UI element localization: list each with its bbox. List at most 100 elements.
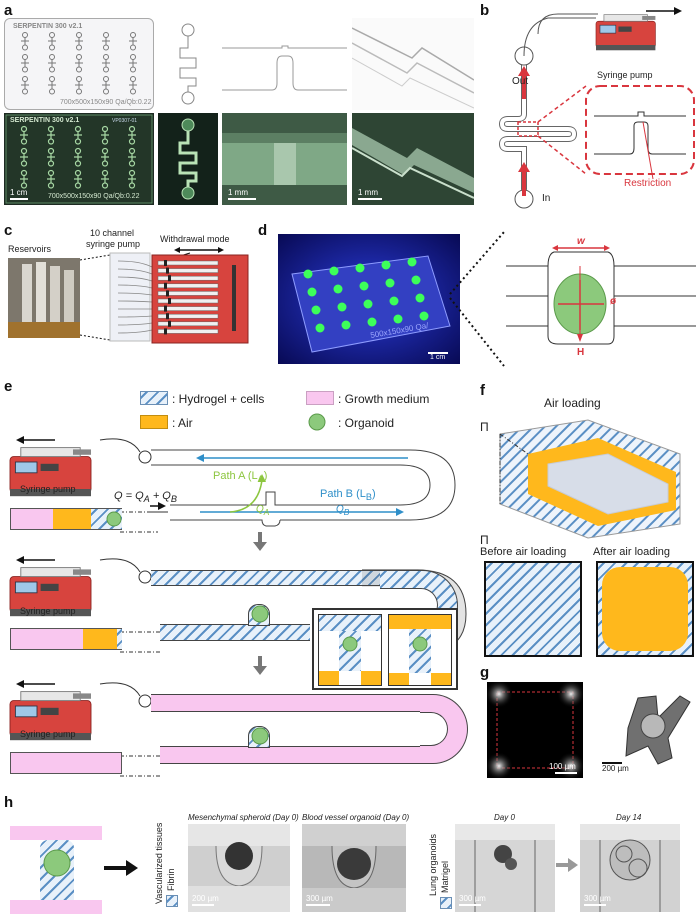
fluorescent-chip-photo: 500x150x90 Qa/ 1 cm bbox=[278, 234, 460, 364]
inset-before bbox=[318, 614, 382, 686]
blood-vessel-photo: 300 µm bbox=[302, 824, 406, 912]
step-2-organoid bbox=[251, 605, 269, 623]
after-label: After air loading bbox=[593, 546, 671, 558]
step-3-medium-return bbox=[160, 746, 431, 764]
chip-photo-dims: 700x500x150x90 Qa/Qb:0.22 bbox=[48, 193, 140, 200]
before-label: Before air loading bbox=[480, 546, 567, 558]
lung-day-0-photo: 300 µm bbox=[455, 824, 555, 912]
step-arrow-1 bbox=[253, 532, 267, 551]
syringe-pump-icon bbox=[9, 691, 92, 741]
unit-drawing bbox=[158, 18, 218, 110]
pump-label-line-1: 10 channel bbox=[90, 228, 135, 238]
scale-label: 1 mm bbox=[228, 188, 248, 197]
withdrawal-mode-label: Withdrawal mode bbox=[160, 234, 230, 244]
day-14-title: Day 14 bbox=[616, 813, 642, 822]
reservoirs-label: Reservoirs bbox=[8, 244, 52, 254]
restriction-label: Restriction bbox=[624, 178, 672, 189]
step-3-u-bend-inner bbox=[420, 712, 448, 746]
step-3-organoid bbox=[251, 727, 269, 745]
arrow-right-icon bbox=[104, 860, 138, 876]
matrigel-label: Matrigel bbox=[440, 860, 450, 893]
day-0-title: Day 0 bbox=[494, 813, 515, 822]
qb-label: QB bbox=[336, 504, 350, 517]
fibrin-swatch bbox=[166, 895, 178, 907]
tube-air bbox=[83, 629, 117, 649]
chip-photo-title: SERPENTIN 300 v2.1 bbox=[10, 117, 80, 124]
inset-after bbox=[388, 614, 452, 686]
pump-label-line-2: syringe pump bbox=[86, 239, 141, 249]
syringe-pump-label: Syringe pump bbox=[597, 70, 653, 80]
step-2-hydrogel-return bbox=[160, 624, 310, 641]
restriction-3d-drawing bbox=[351, 18, 475, 110]
legend-medium-label: : Growth medium bbox=[338, 392, 430, 406]
legend-air-swatch bbox=[140, 415, 168, 429]
tube-air bbox=[53, 509, 91, 529]
qa-label: QA bbox=[256, 504, 270, 517]
unit-photo bbox=[158, 113, 218, 205]
mesenchymal-photo: 200 µm bbox=[188, 824, 290, 912]
legend-air-label: : Air bbox=[172, 416, 193, 430]
matrigel-swatch bbox=[440, 897, 452, 909]
tube-hydrogel bbox=[117, 629, 122, 649]
scale-label: 1 mm bbox=[358, 188, 378, 197]
scale-bar bbox=[10, 198, 28, 200]
legend-organoid-icon bbox=[308, 413, 326, 431]
tube-step-1 bbox=[10, 508, 122, 530]
cross-section-micrograph: 100 µm bbox=[487, 682, 583, 778]
diameter-label: ø bbox=[610, 296, 617, 307]
panel-label-g: g bbox=[480, 664, 490, 681]
flow-equation: Q = QA + QB bbox=[114, 490, 177, 505]
blood-vessel-title: Blood vessel organoid (Day 0) bbox=[302, 813, 410, 822]
scale-label: 200 µm bbox=[192, 894, 219, 903]
restriction-drawing bbox=[222, 18, 347, 110]
scale-label: 1 cm bbox=[10, 188, 28, 197]
chip-photo-svg bbox=[5, 114, 153, 204]
vascularized-label: Vascularized tissues bbox=[154, 822, 164, 904]
scale-bar bbox=[228, 198, 256, 200]
panel-label-d: d bbox=[258, 222, 268, 239]
chip-photo: SERPENTIN 300 v2.1 VP0307-01 700x500x150… bbox=[4, 113, 154, 205]
arrow-right-icon bbox=[556, 858, 578, 872]
panel-b-diagram bbox=[498, 7, 695, 209]
scale-label: 1 cm bbox=[430, 354, 446, 361]
air-loading-3d bbox=[499, 419, 681, 539]
panel-label-c: c bbox=[4, 222, 13, 239]
step-3-pump-label: Syringe pump bbox=[20, 729, 76, 739]
scale-label: 300 µm bbox=[306, 894, 333, 903]
lung-organoids-label: Lung organoids bbox=[428, 833, 438, 896]
step-1-pump-label: Syringe pump bbox=[20, 484, 76, 494]
scale-bar bbox=[459, 904, 481, 906]
in-label: In bbox=[542, 193, 551, 204]
syringe-pump-icon bbox=[9, 567, 92, 617]
lung-day-14-photo: 300 µm bbox=[580, 824, 680, 912]
out-label: Out bbox=[512, 76, 529, 87]
restriction-3d-photo: 1 mm bbox=[352, 113, 474, 205]
scale-label: 300 µm bbox=[459, 894, 486, 903]
panel-label-e: e bbox=[4, 378, 13, 395]
legend-organoid-label: : Organoid bbox=[338, 416, 395, 430]
panel-d-organoid-diagram bbox=[449, 231, 696, 367]
hydrogel-well-schematic bbox=[10, 826, 102, 914]
scale-bar bbox=[192, 904, 214, 906]
scale-bar bbox=[358, 198, 382, 200]
fibrin-label: Fibrin bbox=[166, 868, 176, 891]
step-1-diagram bbox=[9, 436, 456, 533]
scale-bar bbox=[602, 762, 622, 764]
air-loading-inset bbox=[312, 608, 458, 690]
path-b-label: Path B (LB) bbox=[320, 488, 376, 503]
chip-drawing: SERPENTIN 300 v2.1 700x500x150x90 Qa/Qb:… bbox=[4, 18, 154, 110]
scale-label: 100 µm bbox=[549, 762, 576, 771]
3d-reconstruction: 200 µm bbox=[598, 678, 698, 778]
tube-step-3 bbox=[10, 752, 122, 774]
legend-hydrogel-label: : Hydrogel + cells bbox=[172, 392, 265, 406]
cross-section-before bbox=[484, 561, 582, 657]
scale-label: 200 µm bbox=[602, 764, 629, 773]
height-label: H bbox=[577, 347, 585, 358]
width-label: w bbox=[577, 236, 585, 247]
step-arrow-2 bbox=[253, 656, 267, 675]
path-a-label: Path A (LA) bbox=[213, 470, 268, 485]
step-3-medium-channel bbox=[151, 694, 431, 712]
tube-medium bbox=[11, 629, 83, 649]
legend-medium-swatch bbox=[306, 391, 334, 405]
panel-label-f: f bbox=[480, 382, 485, 399]
